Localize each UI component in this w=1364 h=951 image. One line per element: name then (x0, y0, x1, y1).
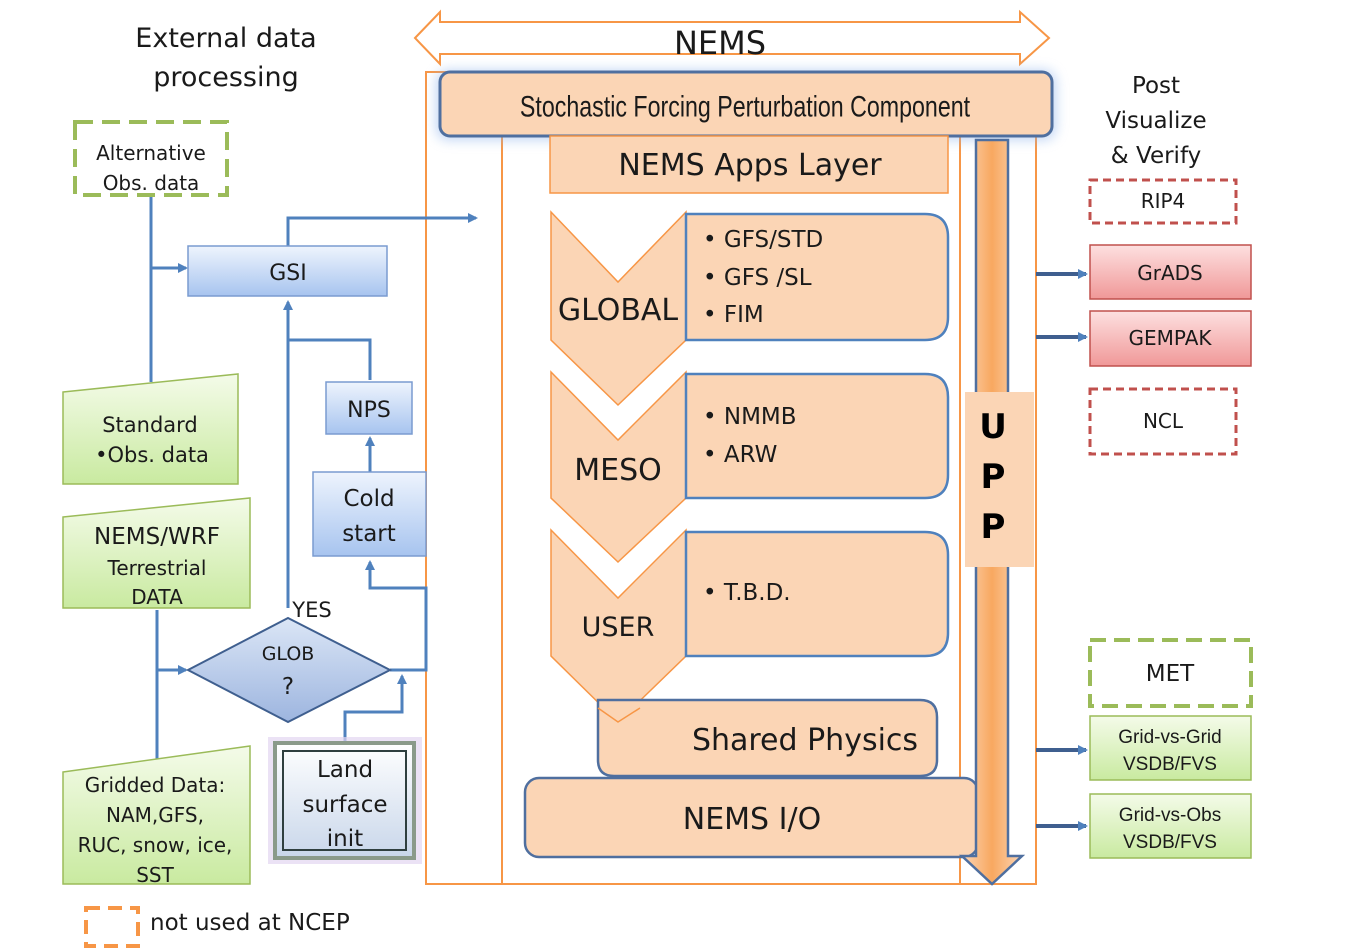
std-obs-box (62, 373, 239, 485)
cold-start-box (312, 471, 427, 557)
user-label: USER (582, 612, 655, 643)
land-line1: Land (317, 757, 373, 783)
nems-title: NEMS (674, 24, 766, 62)
user-items-box (684, 530, 950, 658)
global-item-fim: • FIM (703, 302, 764, 328)
gempak-box (1089, 310, 1252, 367)
gridded-line4: SST (136, 863, 174, 887)
nems-wrf-line3: DATA (131, 585, 183, 609)
glob-diamond (185, 616, 393, 724)
apps-layer-box (549, 135, 949, 194)
external-title-line2: processing (153, 62, 299, 93)
global-label: GLOBAL (558, 293, 679, 328)
std-obs-line2: •Obs. data (95, 443, 209, 467)
gridded-box (62, 745, 251, 885)
grid-vs-obs-box (1089, 793, 1252, 859)
gempak-label: GEMPAK (1129, 326, 1213, 350)
grid-vs-grid-box (1089, 715, 1252, 781)
upp-letter-p1: P (981, 457, 1006, 497)
glob-question: ? (282, 674, 294, 700)
meso-item-arw: • ARW (703, 442, 777, 468)
global-items-box (684, 212, 950, 342)
user-item-tbd: • T.B.D. (703, 580, 791, 606)
grid-vs-grid-line2: VSDB/FVS (1123, 754, 1217, 775)
upp-letter-p2: P (981, 507, 1006, 547)
rip4-label: RIP4 (1141, 189, 1186, 213)
alt-obs-line1: Alternative (96, 141, 206, 165)
met-box (1088, 638, 1253, 708)
legend-swatch (84, 906, 140, 948)
rip4-box (1088, 178, 1238, 225)
grads-box (1089, 244, 1252, 300)
gsi-box (187, 245, 388, 297)
alt-obs-line2: Obs. data (103, 171, 200, 195)
yes-label: YES (291, 598, 331, 622)
external-title-line1: External data (135, 23, 316, 54)
land-line3: init (327, 826, 363, 852)
upp-letter-u: U (979, 407, 1007, 447)
cold-start-line1: Cold (343, 486, 394, 512)
nps-box (325, 381, 413, 435)
shared-physics-box (596, 698, 939, 778)
land-surface-box (273, 741, 416, 860)
legend-label: not used at NCEP (150, 910, 350, 936)
grid-vs-obs-line1: Grid-vs-Obs (1119, 805, 1221, 826)
nps-label: NPS (347, 398, 391, 423)
left-connectors (149, 195, 478, 760)
nems-io-label: NEMS I/O (683, 802, 821, 837)
global-item-gfs-sl: • GFS /SL (703, 265, 812, 291)
glob-label: GLOB (262, 643, 315, 665)
meso-item-nmmb: • NMMB (703, 404, 797, 430)
upp-label-box (965, 392, 1034, 567)
std-obs-line1: Standard (102, 413, 198, 437)
meso-items-box (684, 372, 950, 500)
post-title-line2: Visualize (1105, 108, 1206, 134)
land-line2: surface (302, 792, 387, 818)
shared-physics-label: Shared Physics (692, 723, 918, 758)
post-title-line1: Post (1132, 73, 1180, 99)
cold-start-line2: start (342, 521, 396, 547)
gridded-line1: Gridded Data: (85, 773, 226, 797)
nems-wrf-line1: NEMS/WRF (94, 524, 220, 550)
ncl-box (1088, 387, 1238, 456)
gridded-line2: NAM,GFS, (106, 803, 204, 827)
right-connectors (1036, 269, 1088, 831)
nems-wrf-box (62, 497, 251, 609)
ncl-label: NCL (1143, 409, 1184, 433)
post-title-line3: & Verify (1111, 143, 1202, 169)
gsi-label: GSI (269, 261, 307, 286)
global-item-gfs-std: • GFS/STD (703, 227, 823, 253)
nems-wrf-line2: Terrestrial (107, 556, 207, 580)
gridded-line3: RUC, snow, ice, (78, 833, 233, 857)
stochastic-forcing-label: Stochastic Forcing Perturbation Componen… (520, 90, 971, 123)
nems-double-arrow (413, 9, 1051, 67)
grid-vs-grid-line1: Grid-vs-Grid (1118, 727, 1221, 748)
met-label: MET (1146, 661, 1195, 687)
grid-vs-obs-line2: VSDB/FVS (1123, 832, 1217, 853)
grads-label: GrADS (1137, 261, 1203, 285)
apps-layer-label: NEMS Apps Layer (618, 148, 882, 183)
alt-obs-box (73, 120, 229, 197)
meso-label: MESO (574, 453, 662, 488)
